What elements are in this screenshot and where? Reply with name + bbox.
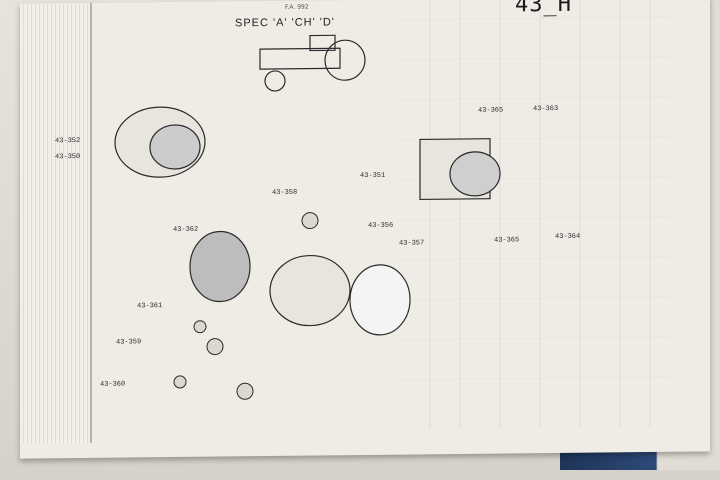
label-43-361: 43-361 <box>137 302 163 311</box>
label-43-357: 43-357 <box>399 239 425 248</box>
label-43-358: 43-358 <box>272 188 298 197</box>
bell-housing-top-left <box>114 106 206 178</box>
table-grid <box>400 0 670 430</box>
label-43-362: 43-362 <box>173 225 199 235</box>
label-43-364: 43-364 <box>555 232 581 242</box>
small-parts <box>173 212 319 400</box>
label-43-365-b: 43-365 <box>494 236 520 245</box>
label-43-365: 43-365 <box>478 106 504 115</box>
catalog-page: 43_H F.A. 992 SPEC 'A' 'CH' 'D' <box>20 0 710 459</box>
label-43-359: 43-359 <box>116 338 142 347</box>
label-43-352: 43-352 <box>55 136 81 146</box>
label-43-363: 43-363 <box>533 104 559 114</box>
label-43-351: 43-351 <box>360 171 386 181</box>
label-43-360: 43-360 <box>100 380 126 389</box>
label-43-350: 43-350 <box>55 152 81 162</box>
label-43-356: 43-356 <box>368 221 394 230</box>
exploded-diagram <box>114 34 501 400</box>
center-housing <box>189 230 411 336</box>
tractor-illustration <box>259 34 366 92</box>
pump-housing <box>419 138 501 201</box>
